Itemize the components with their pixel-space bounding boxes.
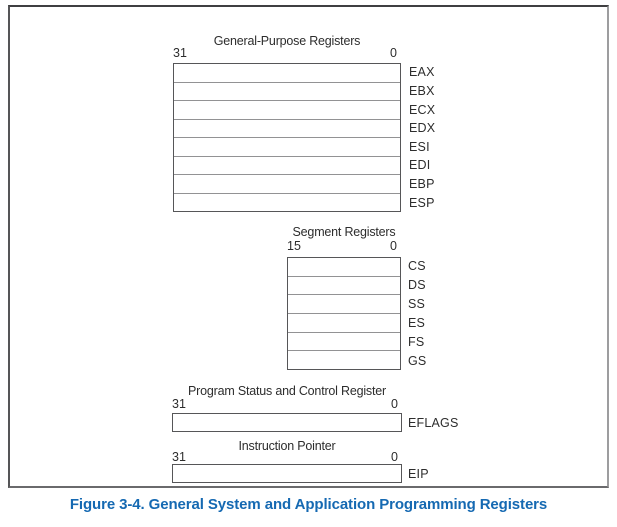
- figure-caption: Figure 3-4. General System and Applicati…: [69, 496, 548, 513]
- gpr-register-box-ebx: [174, 83, 400, 101]
- register-label: EDX: [409, 121, 436, 136]
- segment-bit-high: 15: [287, 239, 301, 253]
- register-label: CS: [408, 259, 426, 274]
- instruction-pointer-title: Instruction Pointer: [238, 439, 336, 453]
- eflags-register-labels: EFLAGS: [408, 413, 478, 432]
- program-status-bit-range: 31 0: [172, 398, 402, 411]
- gpr-bit-range: 31 0: [173, 47, 401, 60]
- register-label: ESI: [409, 139, 430, 154]
- register-label: GS: [408, 353, 427, 368]
- register-label: DS: [408, 278, 426, 293]
- segment-register-table: [287, 257, 401, 370]
- gpr-register-box-ecx: [174, 101, 400, 120]
- segment-register-box-es: [288, 314, 400, 333]
- segment-bit-low: 0: [390, 239, 397, 253]
- instruction-pointer-bit-range: 31 0: [172, 451, 402, 464]
- gpr-title: General-Purpose Registers: [213, 34, 361, 48]
- segment-register-box-cs: [288, 258, 400, 277]
- eflags-register-box: [172, 413, 402, 432]
- gpr-register-box-eax: [174, 64, 400, 83]
- program-status-bit-high: 31: [172, 397, 186, 411]
- register-label: EBP: [409, 177, 435, 192]
- gpr-register-box-ebp: [174, 175, 400, 194]
- segment-bit-range: 15 0: [287, 240, 401, 253]
- register-label: SS: [408, 297, 426, 312]
- program-status-title: Program Status and Control Register: [188, 384, 386, 398]
- register-label: ES: [408, 315, 426, 330]
- register-label: EDI: [409, 158, 431, 173]
- eip-register-labels: EIP: [408, 464, 478, 483]
- gpr-register-box-edx: [174, 120, 400, 138]
- register-label: ECX: [409, 102, 436, 117]
- gpr-register-box-esp: [174, 194, 400, 212]
- instruction-pointer-bit-high: 31: [172, 450, 186, 464]
- register-label: ESP: [409, 195, 435, 210]
- gpr-register-box-edi: [174, 157, 400, 175]
- register-label: EBX: [409, 83, 435, 98]
- eip-register-cell: [173, 465, 401, 482]
- register-label: FS: [408, 334, 425, 349]
- eflags-register-cell: [173, 414, 401, 431]
- segment-title: Segment Registers: [292, 225, 396, 239]
- instruction-pointer-bit-low: 0: [391, 450, 398, 464]
- segment-register-box-gs: [288, 351, 400, 369]
- gpr-register-labels: EAX EBX ECX EDX ESI EDI EBP ESP: [409, 63, 479, 212]
- gpr-register-box-esi: [174, 138, 400, 157]
- register-label: EAX: [409, 65, 435, 80]
- program-status-bit-low: 0: [391, 397, 398, 411]
- segment-register-box-ss: [288, 295, 400, 315]
- gpr-bit-high: 31: [173, 46, 187, 60]
- segment-register-labels: CS DS SS ES FS GS: [408, 257, 478, 370]
- register-label: EIP: [408, 466, 429, 481]
- eip-register-box: [172, 464, 402, 483]
- gpr-bit-low: 0: [390, 46, 397, 60]
- register-label: EFLAGS: [408, 415, 459, 430]
- segment-register-box-fs: [288, 333, 400, 352]
- gpr-register-table: [173, 63, 401, 212]
- segment-register-box-ds: [288, 277, 400, 296]
